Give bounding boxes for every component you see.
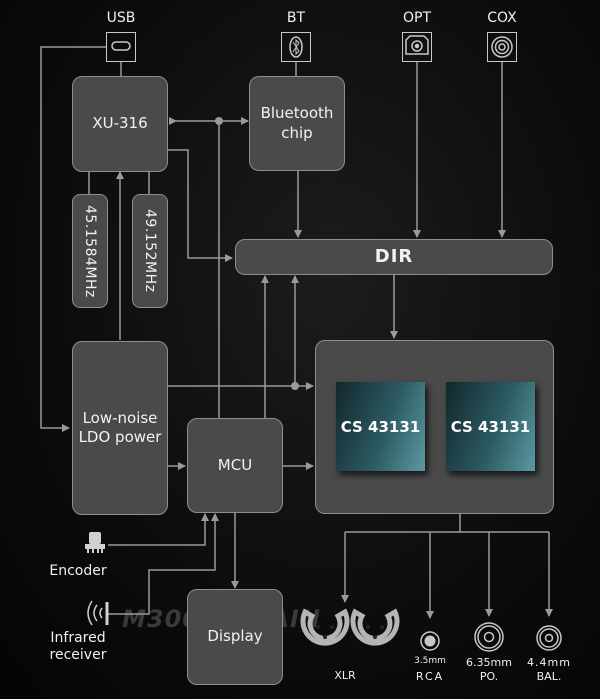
dac-chip-2-label: CS 43131 [450,417,531,436]
dir-label: DIR [374,246,414,268]
clock-45-label: 45.1584MHz [82,204,99,298]
bt-port [281,32,311,62]
bt-label: BT [286,10,306,26]
ldo-label-line1: Low-noise [82,408,158,427]
ldo-power-block: Low-noise LDO power [72,341,168,515]
po-label: PO. [479,670,499,683]
ldo-label-line2: LDO power [78,428,162,446]
po-jack-icon [474,622,504,652]
display-block: Display [187,589,283,685]
xlr-connector-icon [300,608,350,646]
infrared-label-line2: receiver [49,646,107,663]
xlr-connector-icon [350,608,400,646]
infrared-label-line1: Infrared [50,630,106,646]
line-xu-dir [167,149,233,262]
dir-block: DIR [235,239,553,275]
mcu-block: MCU [187,418,283,513]
xlr-label: XLR [334,669,356,682]
encoder-label: Encoder [49,563,107,579]
dac-chip-1: CS 43131 [336,382,425,471]
dac-chip-2: CS 43131 [446,382,535,471]
line-encoder-mcu [108,513,209,546]
bluetooth-label-line1: Bluetooth [260,104,334,122]
bal-size-label: 4.4mm [527,656,571,669]
xu316-label: XU-316 [92,114,148,133]
line-usb-ldo [40,46,106,432]
usb-c-icon [111,41,131,51]
infrared-label: Infrared receiver [40,630,116,664]
bluetooth-chip-block: Bluetooth chip [249,76,345,171]
bal-label: BAL. [536,670,562,683]
cox-label: COX [487,10,517,26]
rca-label: RCA [415,670,445,683]
rca-jack-icon [420,631,440,651]
cox-port [487,32,517,62]
xu316-block: XU-316 [72,76,168,172]
clock-49-block: 49.152MHz [132,194,168,308]
junction-dot [291,382,299,390]
clock-45-block: 45.1584MHz [72,194,108,308]
usb-label: USB [106,10,136,26]
mcu-label: MCU [217,455,253,474]
clock-49-label: 49.152MHz [142,209,159,293]
encoder-icon [85,532,105,553]
po-size-label: 6.35mm [466,656,512,669]
opt-port [402,32,432,62]
usb-port [106,32,136,62]
line-ir-mcu [108,513,219,615]
bal-jack-icon [536,625,562,651]
display-label: Display [207,627,263,646]
optical-icon [405,35,429,55]
bluetooth-icon [289,36,303,58]
bluetooth-label-line2: chip [281,123,313,142]
junction-dot [215,117,223,125]
dac-chip-1-label: CS 43131 [340,417,421,436]
infrared-icon [87,600,109,626]
rca-size-label: 3.5mm [414,656,446,666]
opt-label: OPT [402,10,431,26]
coaxial-icon [491,36,513,58]
